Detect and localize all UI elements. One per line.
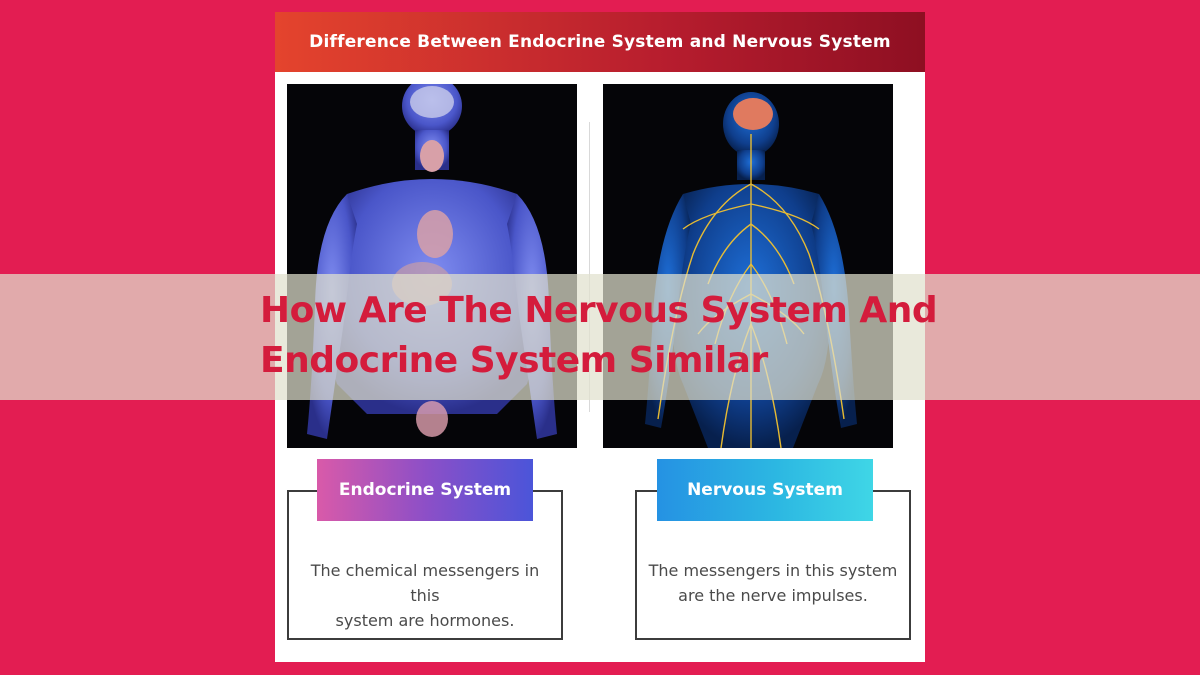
- title-overlay-band: [0, 274, 1200, 400]
- endocrine-label: Endocrine System: [317, 459, 533, 521]
- header-title: Difference Between Endocrine System and …: [309, 32, 891, 52]
- center-divider: [589, 122, 590, 412]
- header-bar: Difference Between Endocrine System and …: [275, 12, 925, 72]
- endocrine-description: The chemical messengers in this system a…: [310, 561, 540, 630]
- nervous-label: Nervous System: [657, 459, 873, 521]
- overlay-title: How Are The Nervous System And Endocrine…: [260, 286, 940, 386]
- overlay-title-line2: Endocrine System Similar: [260, 340, 768, 381]
- nervous-description: The messengers in this system are the ne…: [648, 561, 898, 605]
- overlay-title-line1: How Are The Nervous System And: [260, 290, 938, 331]
